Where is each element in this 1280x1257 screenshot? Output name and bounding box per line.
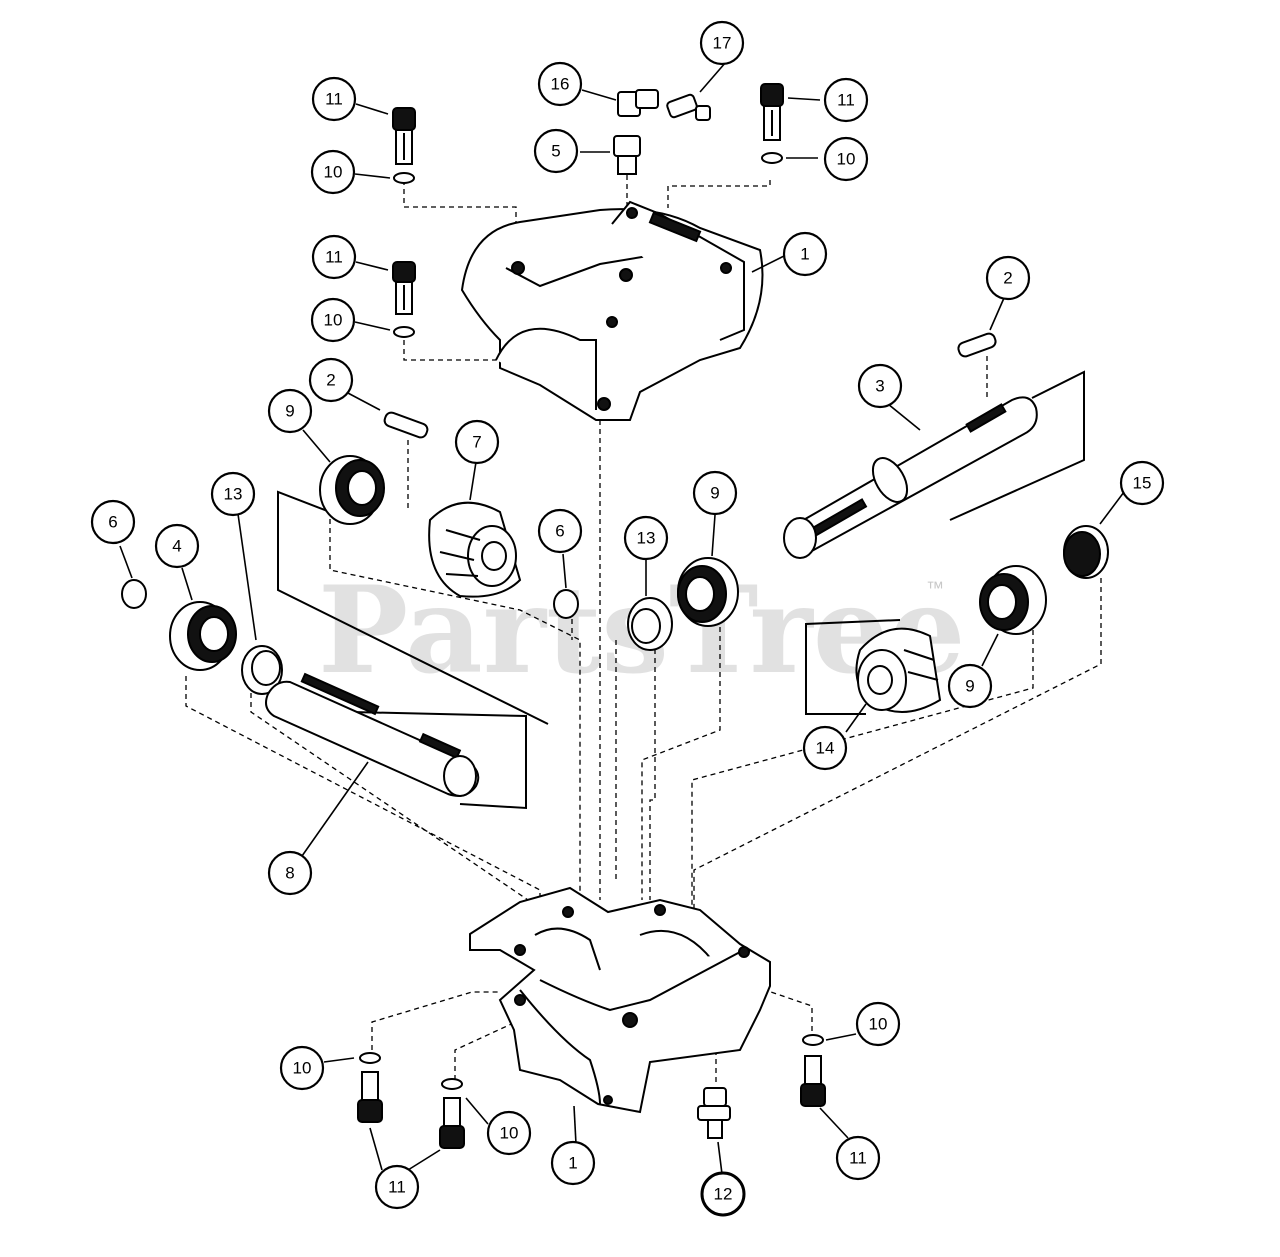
callout-label: 14 bbox=[816, 739, 835, 758]
callouts: 11 10 16 17 5 11 10 1 11 10 2 2 3 9 7 13… bbox=[90, 20, 1165, 1217]
callout-9: 9 bbox=[692, 470, 738, 516]
gears bbox=[428, 501, 942, 713]
screws-and-washers bbox=[357, 83, 826, 1149]
callout-6: 6 bbox=[90, 499, 136, 545]
callout-label: 10 bbox=[324, 311, 343, 330]
callout-2: 2 bbox=[985, 255, 1031, 301]
callout-11: 11 bbox=[374, 1164, 420, 1210]
callout-label: 13 bbox=[224, 485, 243, 504]
callout-label: 10 bbox=[500, 1124, 519, 1143]
callout-11: 11 bbox=[835, 1135, 881, 1181]
callout-10: 10 bbox=[823, 136, 869, 182]
callout-label: 2 bbox=[326, 371, 335, 390]
callout-9: 9 bbox=[267, 388, 313, 434]
callout-label: 9 bbox=[710, 484, 719, 503]
callout-label: 17 bbox=[713, 34, 732, 53]
callout-label: 12 bbox=[714, 1185, 733, 1204]
callout-10: 10 bbox=[279, 1045, 325, 1091]
callout-11: 11 bbox=[823, 77, 869, 123]
callout-label: 11 bbox=[849, 1149, 867, 1168]
shafts bbox=[265, 396, 1038, 797]
callout-12: 12 bbox=[700, 1171, 746, 1217]
bracket-lines bbox=[277, 370, 1085, 810]
callout-5: 5 bbox=[533, 128, 579, 174]
callout-label: 11 bbox=[388, 1178, 406, 1197]
callout-6: 6 bbox=[537, 508, 583, 554]
callout-13: 13 bbox=[623, 515, 669, 561]
callout-label: 2 bbox=[1003, 269, 1012, 288]
callout-label: 6 bbox=[555, 522, 564, 541]
fittings bbox=[613, 89, 731, 1139]
callout-10: 10 bbox=[486, 1110, 532, 1156]
callout-14: 14 bbox=[802, 725, 848, 771]
callout-label: 11 bbox=[325, 90, 343, 109]
callout-8: 8 bbox=[267, 850, 313, 896]
leader-lines bbox=[119, 61, 1125, 1175]
callout-10: 10 bbox=[855, 1001, 901, 1047]
bearings-and-seals bbox=[121, 455, 1109, 695]
upper-housing bbox=[460, 200, 764, 421]
callout-label: 16 bbox=[551, 75, 570, 94]
keys bbox=[383, 332, 997, 439]
callout-label: 10 bbox=[869, 1015, 888, 1034]
callout-10: 10 bbox=[310, 149, 356, 195]
callout-label: 9 bbox=[285, 402, 294, 421]
callout-17: 17 bbox=[699, 20, 745, 66]
callout-1: 1 bbox=[550, 1140, 596, 1186]
callout-16: 16 bbox=[537, 61, 583, 107]
callout-label: 8 bbox=[285, 864, 294, 883]
callout-label: 15 bbox=[1133, 474, 1152, 493]
callout-11: 11 bbox=[311, 234, 357, 280]
callout-15: 15 bbox=[1119, 460, 1165, 506]
lower-housing bbox=[469, 886, 771, 1114]
callout-9: 9 bbox=[947, 663, 993, 709]
callout-label: 1 bbox=[568, 1154, 577, 1173]
callout-label: 6 bbox=[108, 513, 117, 532]
callout-label: 7 bbox=[472, 433, 481, 452]
callout-label: 10 bbox=[324, 163, 343, 182]
callout-label: 5 bbox=[551, 142, 560, 161]
watermark-trademark: ™ bbox=[926, 578, 944, 598]
callout-7: 7 bbox=[454, 419, 500, 465]
callout-label: 13 bbox=[637, 529, 656, 548]
callout-label: 10 bbox=[293, 1059, 312, 1078]
callout-2: 2 bbox=[308, 357, 354, 403]
callout-label: 11 bbox=[325, 248, 343, 267]
callout-label: 4 bbox=[172, 537, 181, 556]
callout-3: 3 bbox=[857, 363, 903, 409]
callout-label: 11 bbox=[837, 91, 855, 110]
callout-label: 10 bbox=[837, 150, 856, 169]
callout-label: 1 bbox=[800, 245, 809, 264]
callout-11: 11 bbox=[311, 76, 357, 122]
callout-label: 3 bbox=[875, 377, 884, 396]
callout-13: 13 bbox=[210, 471, 256, 517]
callout-4: 4 bbox=[154, 523, 200, 569]
callout-label: 9 bbox=[965, 677, 974, 696]
callout-1: 1 bbox=[782, 231, 828, 277]
callout-10: 10 bbox=[310, 297, 356, 343]
